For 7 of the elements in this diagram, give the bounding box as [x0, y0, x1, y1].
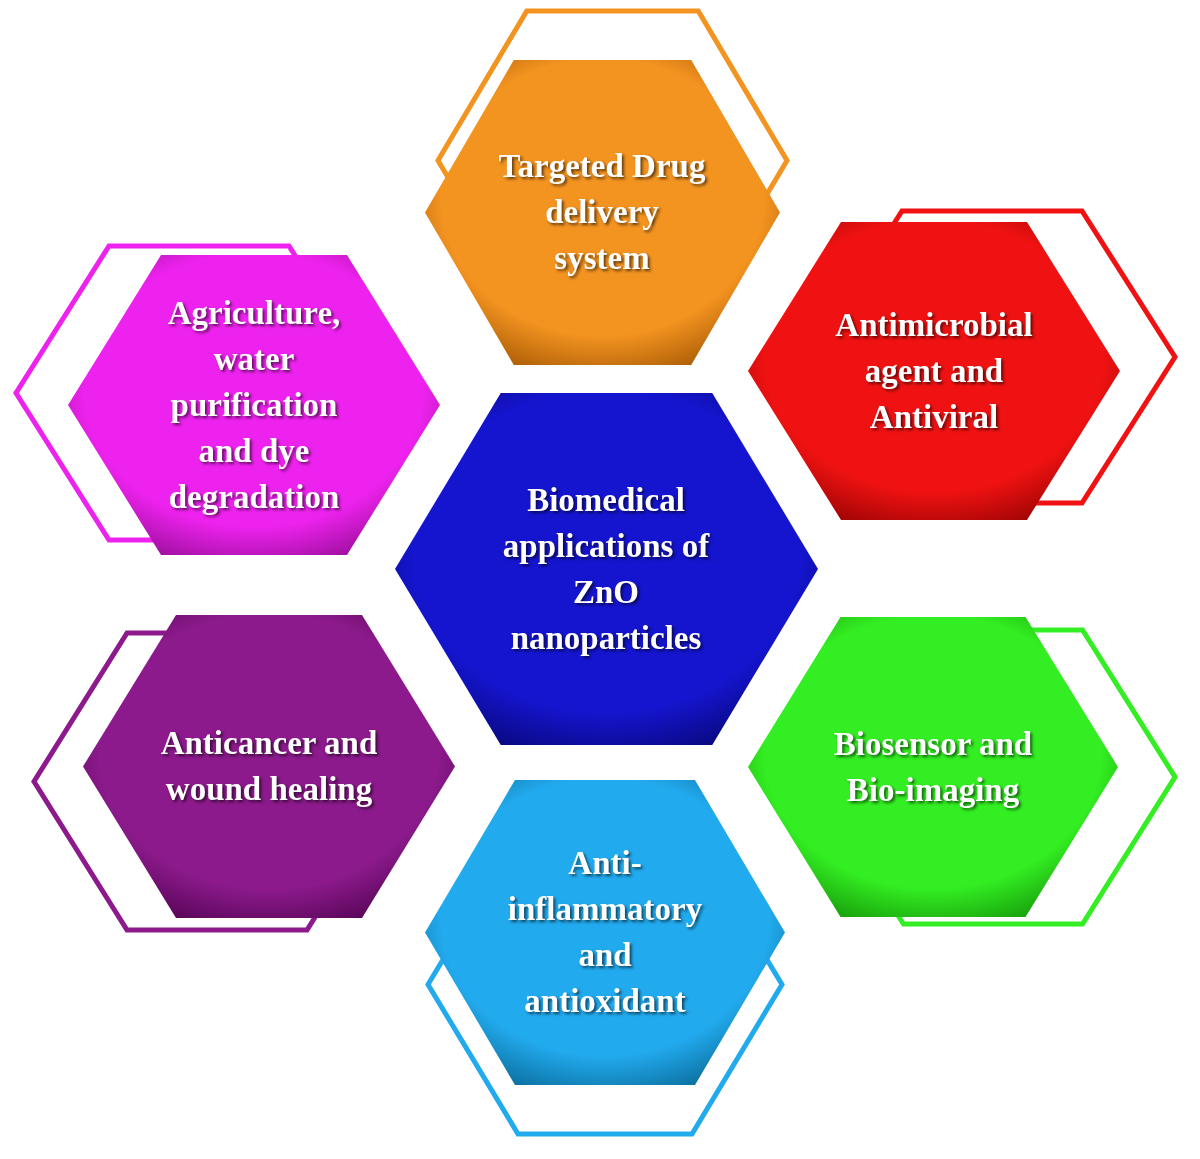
tile-label: Anti-inflammatory and antioxidant: [506, 844, 704, 1021]
tile-label: Biosensor and Bio-imaging: [832, 725, 1034, 810]
tile-label: Anticancer and wound healing: [159, 724, 379, 809]
tile-label: Antimicrobial agent and Antiviral: [834, 306, 1034, 437]
tile-label: Biomedical applications of ZnO nanoparticles: [501, 481, 711, 658]
tile-label: Targeted Drug delivery system: [497, 147, 707, 278]
tile-label: Agriculture, water purification and dye degradation: [166, 294, 342, 517]
